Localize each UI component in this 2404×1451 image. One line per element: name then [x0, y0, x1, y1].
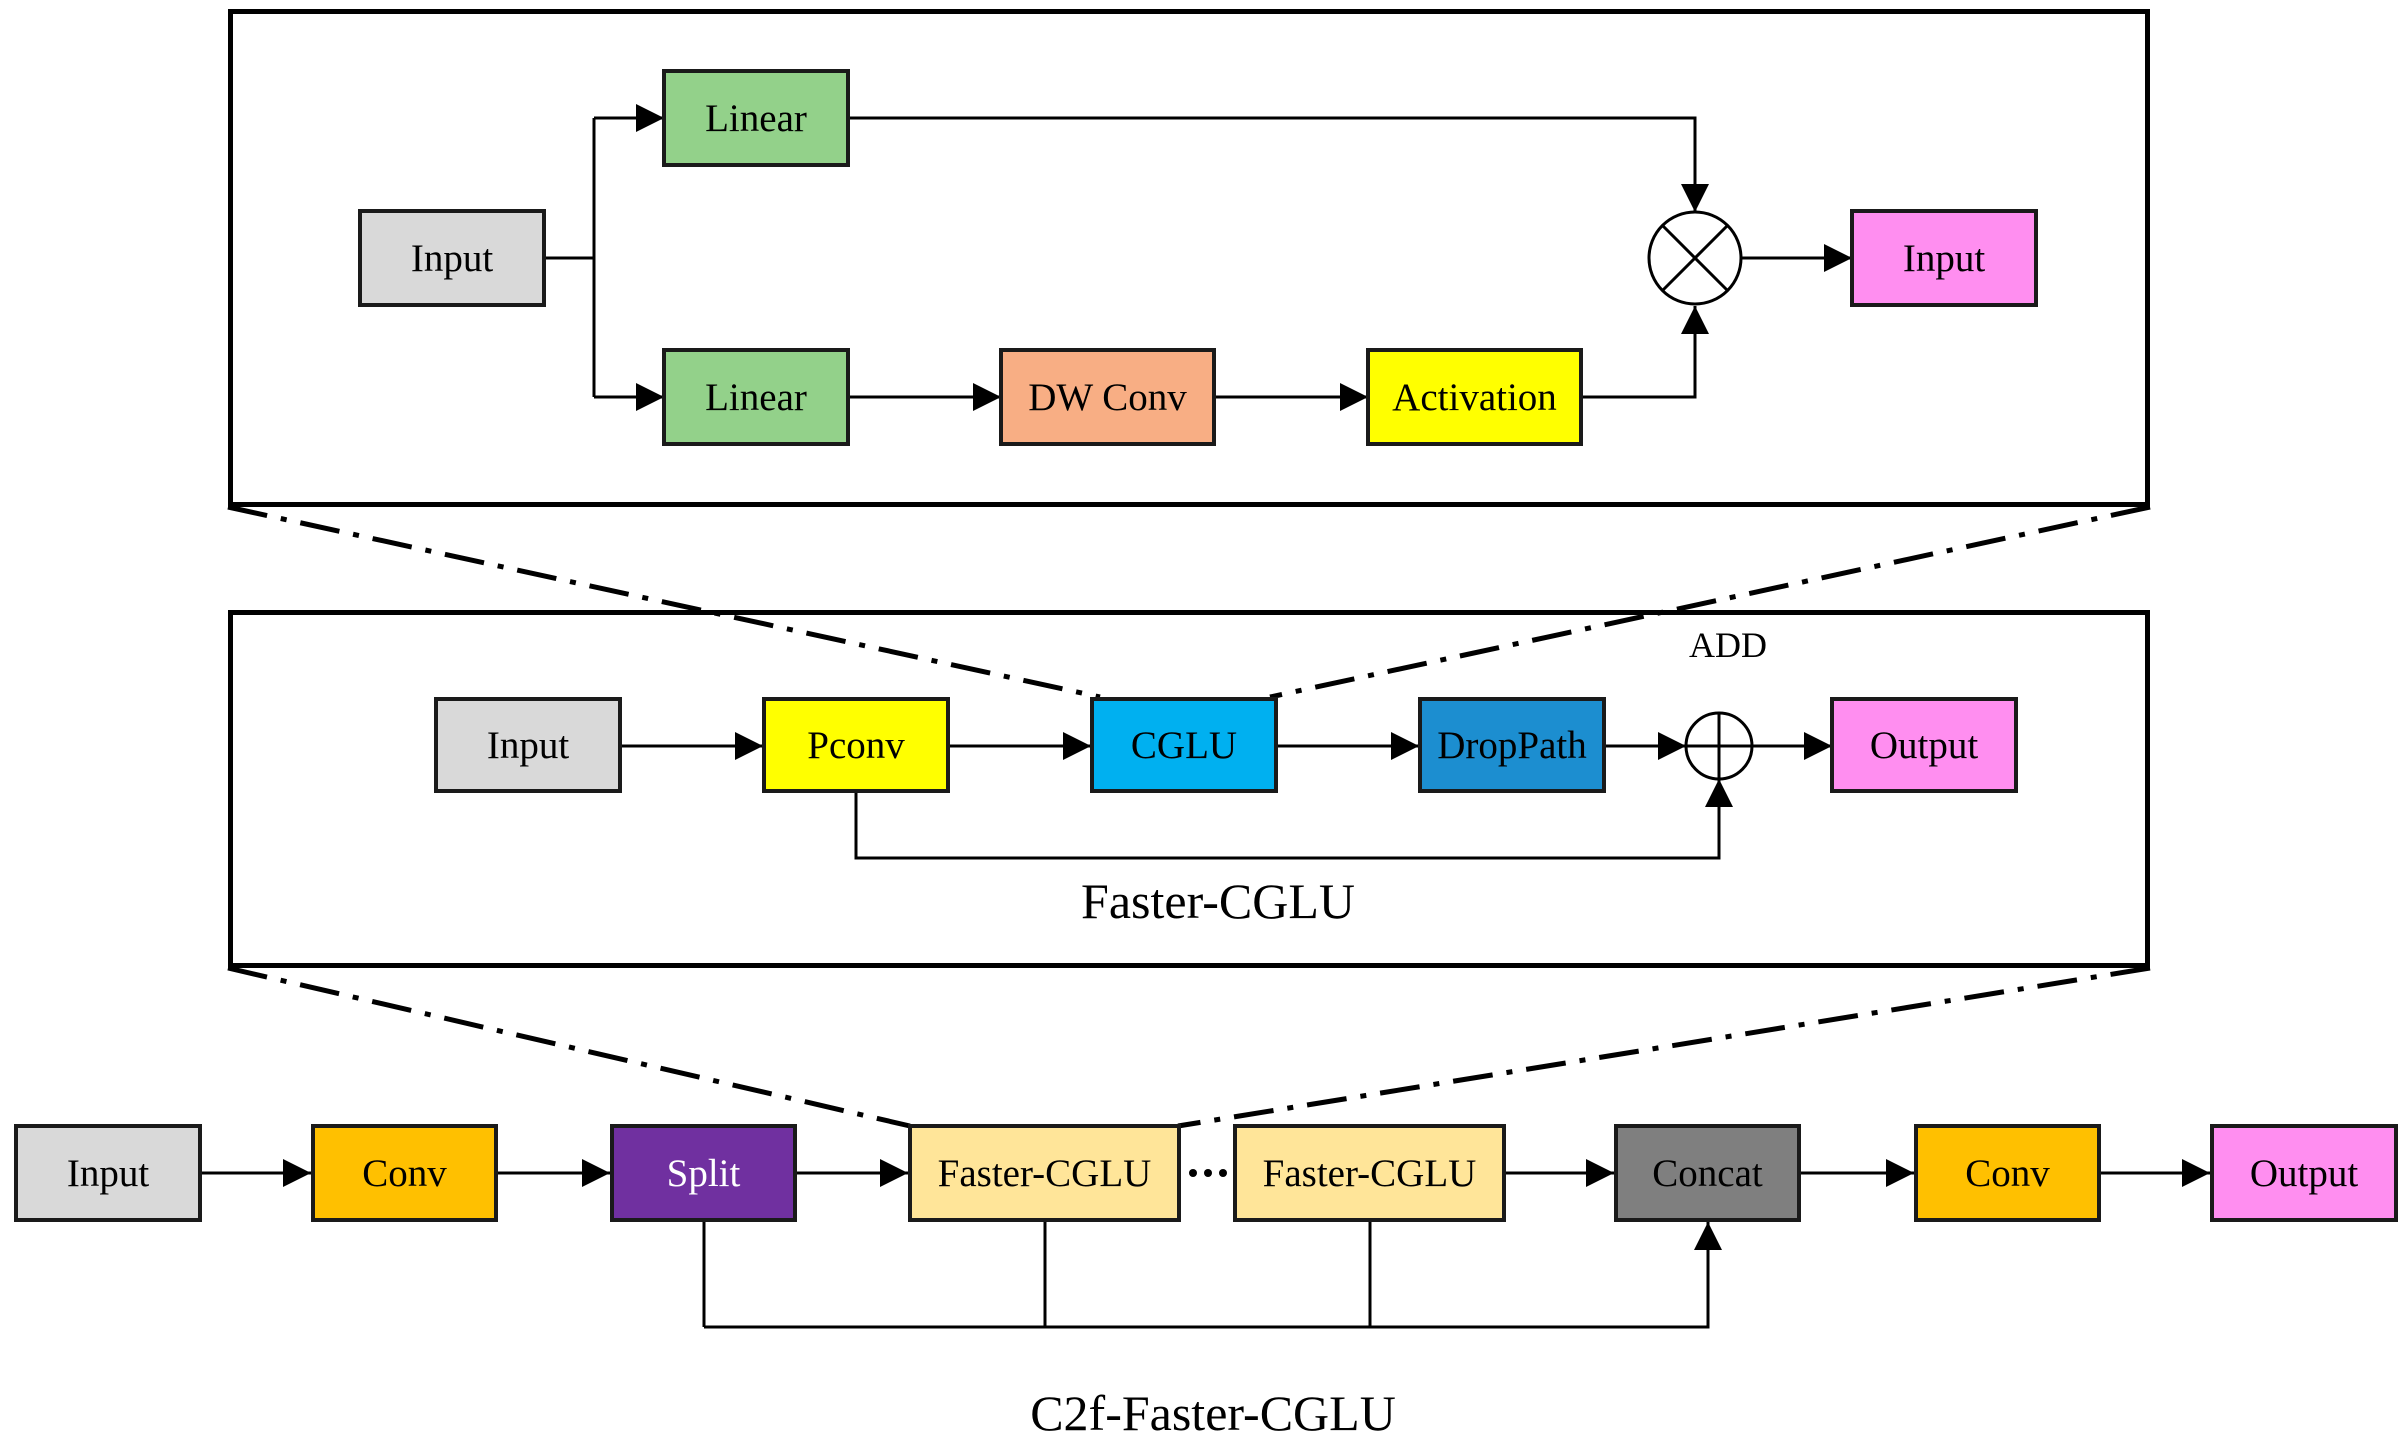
- faster-input-box: Input: [434, 697, 622, 793]
- faster-cglu-wires: [622, 732, 1832, 860]
- add-label: ADD: [1689, 625, 1767, 665]
- zoom-lines-top: [227, 504, 2151, 700]
- conv1-box: Conv: [311, 1124, 498, 1222]
- c2f-wires: [202, 1159, 2210, 1329]
- faster-output-box: Output: [1830, 697, 2018, 793]
- cglu-detail-wires: [546, 104, 1852, 411]
- linear-top-box: Linear: [662, 69, 850, 167]
- faster-cglu-2-box: Faster-CGLU: [1233, 1124, 1506, 1222]
- plus-circle-icon: [1684, 711, 1754, 781]
- faster-cglu-1-box: Faster-CGLU: [908, 1124, 1181, 1222]
- cglu-detail-frame: [228, 9, 2150, 507]
- c2f-caption: C2f-Faster-CGLU: [1030, 1385, 1396, 1441]
- pconv-box: Pconv: [762, 697, 950, 793]
- zoom-lines-bottom: [227, 965, 2151, 1129]
- c2f-input-box: Input: [14, 1124, 202, 1222]
- dw-conv-box: DW Conv: [999, 348, 1216, 446]
- faster-cglu-caption: Faster-CGLU: [1081, 873, 1355, 929]
- split-box: Split: [610, 1124, 797, 1222]
- cglu-input-box: Input: [358, 209, 546, 307]
- linear-bottom-box: Linear: [662, 348, 850, 446]
- cglu-output-box: Input: [1850, 209, 2038, 307]
- multiply-circle-icon: [1647, 210, 1743, 306]
- cglu-box: CGLU: [1090, 697, 1278, 793]
- droppath-box: DropPath: [1418, 697, 1606, 793]
- c2f-output-box: Output: [2210, 1124, 2398, 1222]
- activation-box: Activation: [1366, 348, 1583, 446]
- conv2-box: Conv: [1914, 1124, 2101, 1222]
- concat-box: Concat: [1614, 1124, 1801, 1222]
- faster-cglu-frame: [228, 610, 2150, 968]
